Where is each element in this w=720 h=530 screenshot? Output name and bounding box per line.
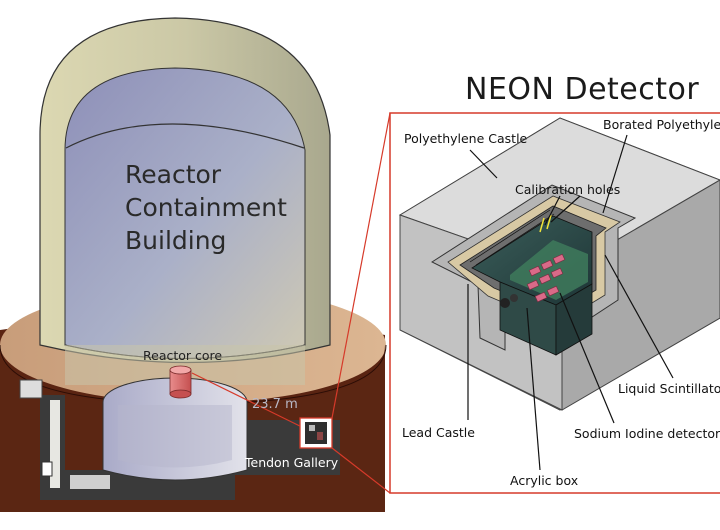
reactor-core-label: Reactor core <box>143 348 223 363</box>
leader-lines <box>467 134 674 471</box>
detector-title: NEON Detector <box>465 72 700 107</box>
detector-panel <box>389 112 720 494</box>
callout-line-bottom <box>331 447 391 494</box>
lead-castle-label: Lead Castle <box>402 425 475 440</box>
polyethylene-castle-label: Polyethylene Castle <box>404 131 528 146</box>
callout-line-top <box>331 112 391 419</box>
containment-building <box>39 17 331 385</box>
sodium-iodine-detector-label: Sodium Iodine detector <box>574 426 720 441</box>
distance-label: 23.7 m <box>252 397 298 412</box>
acrylic-box-label: Acrylic box <box>510 473 579 488</box>
liquid-scintillator-label: Liquid Scintillator <box>618 381 720 396</box>
borated-polyethylene-label: Borated Polyethylene <box>603 117 720 132</box>
detector-cutaway <box>398 117 720 411</box>
calibration-holes-label: Calibration holes <box>515 182 621 197</box>
detector-marker <box>299 417 333 449</box>
distance-line <box>191 372 313 433</box>
building-label-line3: Building <box>125 226 227 255</box>
tendon-gallery-label: Tendon Gallery <box>245 455 339 470</box>
building-label-line2: Containment <box>125 193 287 222</box>
building-label-line1: Reactor <box>125 160 222 189</box>
reactor-core-cylinder <box>169 365 192 399</box>
reactor-pit <box>102 377 248 481</box>
